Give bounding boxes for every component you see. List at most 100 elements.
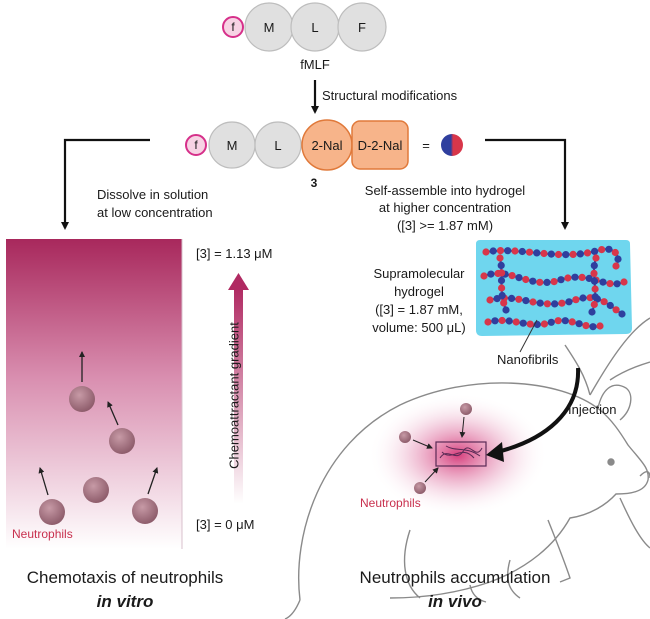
self-assemble-label-1: Self-assemble into hydrogel bbox=[364, 183, 526, 198]
fibril-bead bbox=[540, 320, 549, 328]
modification-label: Structural modifications bbox=[322, 88, 458, 103]
fibril-bead bbox=[518, 247, 526, 256]
neutrophils-label-right: Neutrophils bbox=[360, 496, 421, 510]
fibril-bead bbox=[515, 295, 523, 303]
fibril-bead bbox=[565, 298, 573, 306]
nanofibrils-label: Nanofibrils bbox=[497, 352, 559, 367]
fibril-bead bbox=[582, 322, 590, 330]
fibril-bead bbox=[496, 247, 505, 255]
fibril-bead bbox=[487, 270, 495, 278]
gradient-arrow-shaft bbox=[234, 288, 243, 504]
hydrogel-label-4: volume: 500 μL) bbox=[372, 320, 466, 335]
fibril-bead bbox=[508, 272, 516, 280]
fibril-bead bbox=[529, 298, 537, 306]
fmlf-name: fMLF bbox=[300, 57, 330, 72]
fibril-bead bbox=[482, 248, 490, 256]
fibril-bead bbox=[612, 262, 620, 270]
fibril-bead bbox=[504, 247, 512, 255]
fibril-bead bbox=[568, 318, 576, 326]
fibril-bead bbox=[564, 274, 572, 282]
peptide-3 bbox=[185, 119, 463, 171]
fibril-bead bbox=[526, 320, 534, 328]
neutrophil-cell bbox=[132, 498, 158, 524]
migration-arrow bbox=[38, 467, 49, 496]
formyl-bead bbox=[222, 16, 244, 38]
nanofibrils-pointer bbox=[519, 319, 538, 353]
fibril-bead bbox=[599, 278, 607, 286]
fibril-bead bbox=[572, 296, 580, 304]
peptide-fmlf bbox=[222, 2, 387, 52]
fibril-bead bbox=[540, 249, 548, 258]
compound-number: 3 bbox=[310, 176, 318, 190]
residue-2nal-label: 2-Nal bbox=[311, 138, 343, 153]
fibril-bead bbox=[505, 317, 513, 325]
injection-arrow bbox=[496, 367, 581, 454]
fibril-bead bbox=[569, 250, 577, 258]
fibril-bead bbox=[497, 276, 506, 285]
neutrophil-cell bbox=[83, 477, 109, 503]
residue-f-label: F bbox=[358, 20, 366, 35]
fibril-bead bbox=[512, 318, 520, 326]
fibril-bead bbox=[533, 249, 541, 257]
fibril-bead bbox=[496, 254, 504, 262]
fibril-bead bbox=[618, 310, 626, 318]
fibril-bead bbox=[554, 317, 562, 325]
fibril-bead bbox=[498, 291, 506, 300]
fibril-bead bbox=[515, 274, 523, 282]
neutrophil-cell bbox=[460, 403, 472, 415]
fibril-bead bbox=[583, 249, 592, 257]
neutrophil-cell bbox=[69, 386, 95, 412]
fibril-bead bbox=[612, 306, 620, 314]
nanofibrils bbox=[480, 245, 628, 331]
equals-sign: = bbox=[422, 138, 430, 153]
residue-l-label: L bbox=[311, 20, 319, 35]
fibril-bead bbox=[589, 323, 597, 331]
fibril-bead bbox=[588, 308, 596, 316]
dissolve-label-2: at low concentration bbox=[97, 205, 213, 220]
fibril-bead bbox=[543, 278, 551, 286]
formyl-label-3: f bbox=[194, 138, 198, 152]
formyl-bead-3 bbox=[185, 134, 207, 156]
neutrophil-cell bbox=[109, 428, 135, 454]
fibril-bead bbox=[536, 278, 544, 286]
fibril-bead bbox=[547, 318, 555, 326]
bead-f bbox=[337, 2, 387, 52]
fibril-bead bbox=[489, 247, 497, 255]
fibril-bead bbox=[529, 277, 537, 285]
mouse bbox=[284, 317, 650, 619]
in-vitro-emphasis: in vitro bbox=[96, 592, 154, 611]
bead-d2nal bbox=[351, 120, 409, 170]
fibril-bead bbox=[498, 284, 506, 292]
top-concentration-label: [3] = 1.13 μM bbox=[196, 246, 273, 261]
left-branch-arrow bbox=[61, 138, 150, 230]
neutrophil-cell bbox=[39, 499, 65, 525]
neutrophil-cell bbox=[399, 431, 411, 443]
fibril-bead bbox=[497, 261, 505, 269]
fibril-bead bbox=[611, 248, 619, 257]
in-vitro-caption: Chemotaxis of neutrophils bbox=[26, 568, 224, 587]
gradient-axis-label: Chemoattractant gradient bbox=[226, 322, 242, 469]
fibril-bead bbox=[606, 301, 614, 310]
hydrogel-label-1: Supramolecular bbox=[373, 266, 465, 281]
fibril-bead bbox=[484, 318, 492, 326]
implanted-hydrogel bbox=[435, 441, 487, 467]
fibril-bead bbox=[550, 278, 558, 286]
gradient-arrow-head bbox=[228, 273, 249, 290]
fibril-bead bbox=[590, 277, 599, 285]
migration-arrow bbox=[147, 467, 159, 495]
fibril-bead bbox=[525, 248, 534, 256]
residue-m-label-3: M bbox=[226, 138, 238, 153]
fibril-bead bbox=[500, 299, 508, 307]
fibril-bead bbox=[571, 273, 579, 281]
in-vitro-neutrophils bbox=[38, 351, 159, 525]
self-assemble-label-3: ([3] >= 1.87 mM) bbox=[396, 218, 494, 233]
fibril-bead bbox=[591, 247, 599, 255]
fibril-bead bbox=[598, 246, 606, 254]
hydrogel-label-2: hydrogel bbox=[394, 284, 444, 299]
fibril-bead bbox=[591, 285, 599, 293]
fibril-bead bbox=[600, 298, 608, 306]
fibril-bead bbox=[558, 299, 566, 307]
fibril-bead bbox=[519, 319, 527, 327]
fibril-bead bbox=[522, 297, 530, 305]
